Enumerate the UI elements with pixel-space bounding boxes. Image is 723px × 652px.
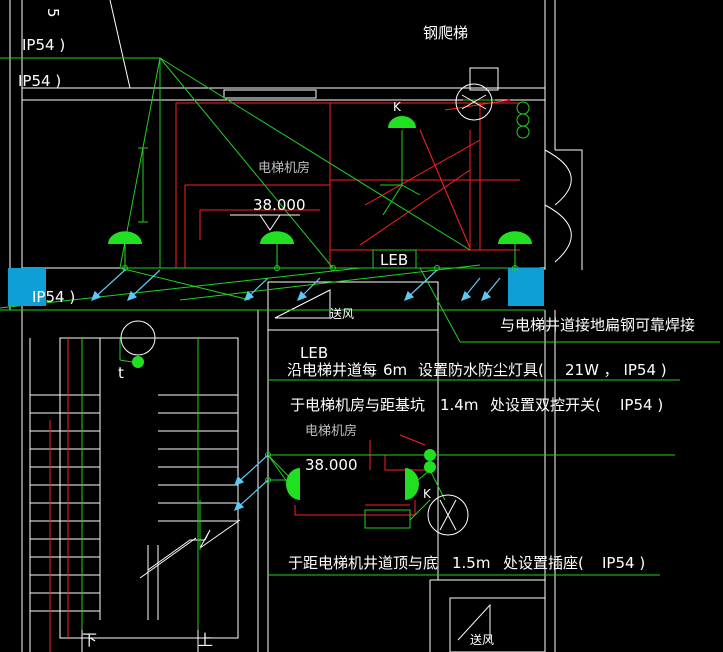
stair-up-label: 上	[198, 631, 213, 649]
svg-text:IP54 ): IP54 )	[602, 554, 645, 572]
stair-treads	[30, 394, 241, 612]
lighting-wiring	[0, 57, 720, 630]
wiring-arrows	[90, 269, 501, 512]
svg-text:处设置双控开关(: 处设置双控开关(	[490, 396, 601, 414]
t-label: t	[118, 364, 124, 382]
svg-text:IP54 ): IP54 )	[620, 396, 663, 414]
svg-text:6m: 6m	[383, 361, 407, 379]
light-fixture-1	[108, 231, 142, 244]
emergency-light-icon	[119, 320, 156, 368]
junction-box-left	[8, 268, 46, 306]
k-label-bottom: K	[423, 487, 432, 501]
svg-text:设置防水防尘灯具(: 设置防水防尘灯具(	[418, 361, 544, 379]
leb-label-2: LEB	[300, 344, 328, 362]
svg-text:1.5m: 1.5m	[452, 554, 490, 572]
leb-label-1: LEB	[380, 251, 408, 269]
ground-coil-icon	[516, 101, 530, 139]
corner-mark: 5	[44, 8, 62, 18]
light-fixture-lower-2	[405, 468, 419, 500]
ip54-label-top-2: IP54 )	[18, 72, 61, 90]
machine-room-label-2: 电梯机房	[305, 423, 357, 439]
exhaust-fan-icon	[455, 83, 493, 121]
k-label-top: K	[393, 100, 402, 114]
svg-text:沿电梯井道每: 沿电梯井道每	[287, 361, 377, 379]
elevation-label-bottom: 38.000	[305, 456, 358, 474]
note-dual-switch: 于电梯机房与距基坑 1.4m 处设置双控开关( IP54 )	[290, 396, 663, 414]
machine-room-label: 电梯机房	[258, 160, 310, 176]
svg-text:于距电梯机井道顶与底: 于距电梯机井道顶与底	[288, 554, 438, 572]
ip54-label-top-1: IP54 )	[22, 36, 65, 54]
note-shaft-lighting: 沿电梯井道每 6m 设置防水防尘灯具( 21W ， IP54 )	[287, 361, 667, 379]
ip54-label-left: IP54 )	[32, 288, 75, 306]
supply-air-label-1: 送风	[330, 306, 354, 321]
junction-box-right	[508, 268, 544, 306]
lower-fan-icon	[427, 494, 469, 536]
stair-arrows	[81, 630, 199, 652]
note-grounding: 与电梯井道接地扁钢可靠焊接	[500, 316, 695, 334]
power-wiring	[49, 99, 520, 652]
svg-text:处设置插座(: 处设置插座(	[503, 554, 584, 572]
svg-text:1.4m: 1.4m	[440, 396, 478, 414]
light-fixture-lower-1	[286, 468, 300, 500]
supply-air-label-2: 送风	[470, 632, 494, 647]
svg-text:21W ， IP54 ): 21W ， IP54 )	[565, 361, 667, 379]
architecture-walls	[9, 0, 583, 652]
note-socket: 于距电梯机井道顶与底 1.5m 处设置插座( IP54 )	[288, 554, 645, 572]
steel-ladder-label: 钢爬梯	[423, 24, 468, 42]
light-fixture-4	[388, 116, 416, 128]
light-fixture-2	[260, 231, 294, 244]
stair-down-label: 下	[82, 631, 97, 649]
light-fixture-3	[498, 231, 532, 244]
elevation-label-top: 38.000	[253, 196, 306, 214]
elevation-marker-top	[259, 214, 281, 231]
lower-coil-icon	[424, 449, 436, 473]
light-fixtures	[108, 116, 532, 500]
svg-text:于电梯机房与距基坑: 于电梯机房与距基坑	[290, 396, 425, 414]
